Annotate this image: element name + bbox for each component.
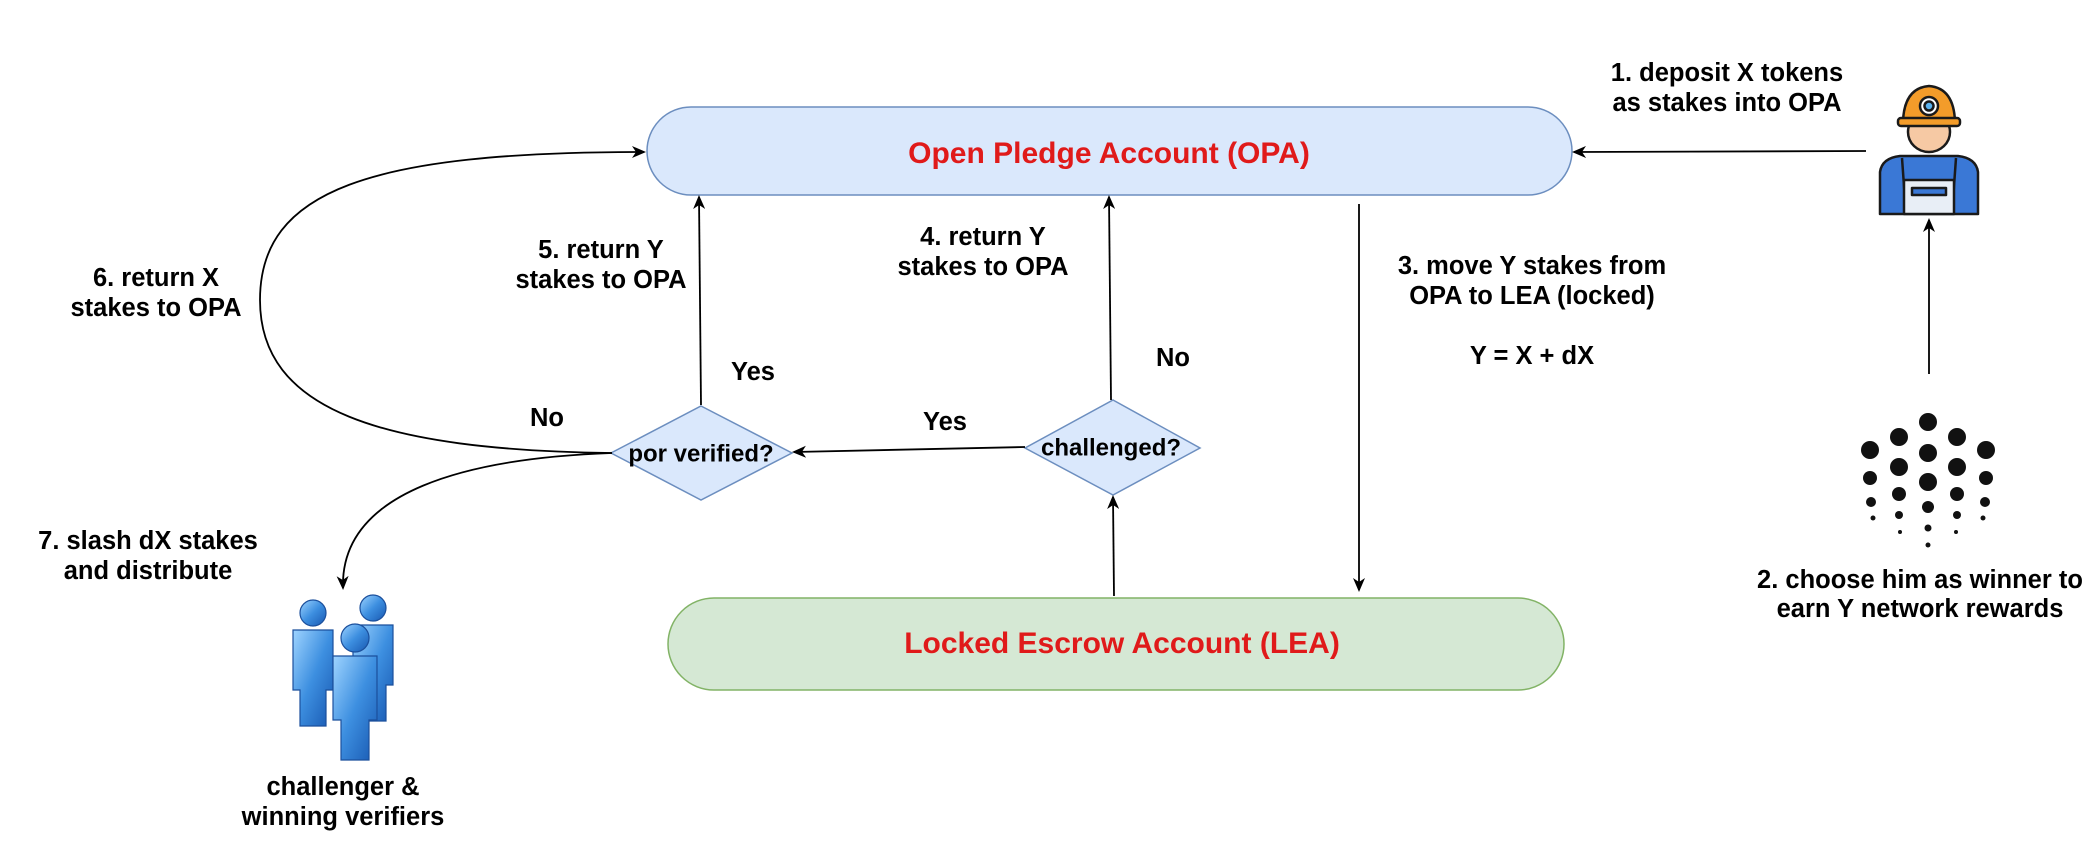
por-verified-diamond: [609, 405, 794, 501]
step6-line2: stakes to OPA: [70, 294, 241, 322]
network-logo-icon: [1861, 413, 1995, 548]
arrow-challenged-no-to-opa: [1103, 195, 1116, 401]
challenged-diamond: [1023, 399, 1202, 496]
lea-title: Locked Escrow Account (LEA): [904, 627, 1340, 660]
step5-line1: 5. return Y: [538, 236, 664, 264]
lea-rect: [667, 597, 1565, 691]
challengers-line2: winning verifiers: [241, 803, 445, 831]
arrow-verified-yes-to-opa: [693, 195, 706, 406]
step6-label: 6. return X stakes to OPA: [70, 264, 241, 322]
step2-line2: earn Y network rewards: [1777, 595, 2064, 623]
step5-label: 5. return Y stakes to OPA: [515, 236, 686, 294]
opa-title: Open Pledge Account (OPA): [908, 137, 1310, 170]
verified-yes-label: Yes: [731, 358, 775, 386]
arrow-verified-no-to-opa: [259, 146, 646, 454]
arrow-challenged-yes-to-verified: [792, 445, 1026, 458]
step3-line2: OPA to LEA (locked): [1409, 282, 1655, 310]
challengers-line1: challenger &: [266, 773, 419, 801]
step2-line1: 2. choose him as winner to: [1757, 566, 2083, 594]
por-verified-decision: por verified?: [609, 405, 794, 501]
step3-label: 3. move Y stakes from OPA to LEA (locked…: [1398, 252, 1666, 370]
step4-label: 4. return Y stakes to OPA: [897, 223, 1068, 281]
step1-line2: as stakes into OPA: [1612, 89, 1841, 117]
verified-no-label: No: [530, 404, 564, 432]
opa-box: Open Pledge Account (OPA): [646, 106, 1573, 196]
step4-line1: 4. return Y: [920, 223, 1046, 251]
people-group-icon: [292, 594, 394, 761]
challengers-label: challenger & winning verifiers: [241, 773, 445, 831]
miner-worker-icon: [1878, 84, 1980, 216]
opa-rect: [646, 106, 1573, 196]
step1-line1: 1. deposit X tokens: [1611, 59, 1843, 87]
step7-label: 7. slash dX stakes and distribute: [38, 527, 258, 585]
lea-box: Locked Escrow Account (LEA): [667, 597, 1565, 691]
challenged-label: challenged?: [1041, 434, 1181, 461]
step1-label: 1. deposit X tokens as stakes into OPA: [1611, 59, 1843, 117]
step4-line2: stakes to OPA: [897, 253, 1068, 281]
step3-formula: Y = X + dX: [1470, 342, 1594, 370]
challenged-decision: challenged?: [1023, 399, 1202, 496]
challenged-yes-label: Yes: [923, 408, 967, 436]
arrow-lea-to-challenged: [1107, 495, 1120, 597]
step7-line1: 7. slash dX stakes: [38, 527, 258, 555]
challenged-no-label: No: [1156, 344, 1190, 372]
por-verified-label: por verified?: [628, 440, 773, 467]
step3-line1: 3. move Y stakes from: [1398, 252, 1666, 280]
step2-label: 2. choose him as winner to earn Y networ…: [1757, 566, 2083, 623]
step6-line1: 6. return X: [93, 264, 219, 292]
step5-line2: stakes to OPA: [515, 266, 686, 294]
arrow-deposit-to-opa: [1572, 145, 1867, 158]
step7-line2: and distribute: [64, 557, 233, 585]
arrow-slash-to-challengers: [336, 452, 613, 590]
